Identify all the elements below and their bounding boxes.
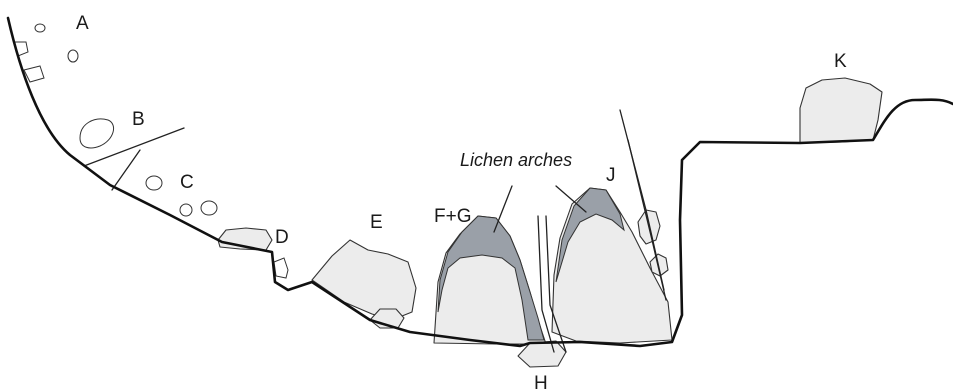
label-c: C [180,172,194,193]
label-fg: F+G [434,206,471,227]
label-j: J [606,165,616,186]
pebble-c-2 [180,204,192,216]
pebble-a-2 [68,50,78,62]
boulder-k [800,78,882,143]
pebble-a-1 [35,24,45,32]
cliff-notch-2 [24,66,44,82]
label-k: K [834,51,847,72]
pebble-d-lower [274,258,288,278]
pebble-c-3 [201,201,217,215]
label-d: D [275,227,289,248]
label-e: E [370,212,383,233]
boulder-e [312,240,416,320]
label-b: B [132,109,145,130]
pointer-line-fg [494,186,512,232]
label-a: A [76,13,89,34]
pebble-b [80,119,114,148]
fracture-line-b [84,128,184,166]
label-lichen-arches: Lichen arches [460,150,572,170]
fracture-line-c [112,150,140,190]
pebble-c-1 [146,176,162,190]
label-h: H [534,373,548,390]
